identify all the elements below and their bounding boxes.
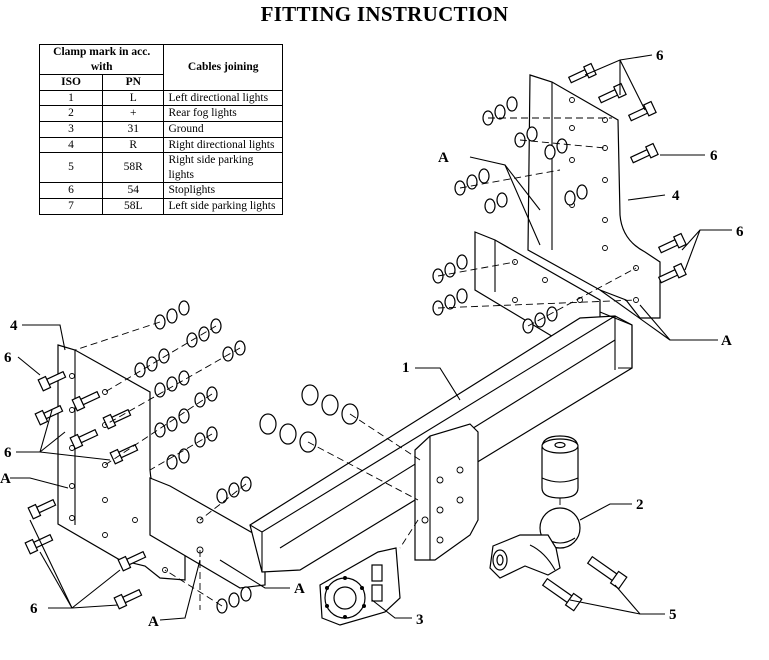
callout-6-right: 6 [710, 148, 718, 164]
pn-cell: 58R [102, 152, 165, 184]
socket-plate [319, 547, 401, 626]
table-row: 5 58R Right side parking lights [38, 152, 283, 184]
table-row: 6 54 Stoplights [38, 182, 283, 199]
callout-6-top-right: 6 [656, 48, 664, 64]
center-mount-plate [414, 423, 479, 561]
callout-6-right-lower: 6 [736, 224, 744, 240]
callout-6-left-bottom: 6 [30, 601, 38, 617]
clamp-mark-header: Clamp mark in acc. with [38, 43, 165, 76]
callout-a-bottom-center: A [294, 581, 305, 597]
callout-a-left: A [0, 471, 11, 487]
cables-joining-header: Cables joining [163, 44, 283, 91]
nuts-and-washers [134, 96, 588, 614]
cable-cell: Right directional lights [163, 136, 283, 154]
tow-ball-cap [541, 435, 579, 499]
bracket-holes [569, 97, 639, 303]
callout-3-socket-plate: 3 [416, 612, 424, 628]
leader-lines [10, 54, 732, 621]
page-title: FITTING INSTRUCTION [260, 2, 509, 26]
callout-4-right: 4 [672, 188, 680, 204]
cable-cell: Stoplights [163, 182, 283, 199]
table-row: 4 R Right directional lights [38, 136, 283, 154]
callout-6-left-top: 6 [4, 350, 12, 366]
pn-header: PN [102, 74, 165, 91]
cable-cell: Right side parking lights [163, 152, 283, 184]
callout-a-bottom: A [148, 614, 159, 630]
right-upper-bracket [527, 74, 661, 319]
iso-cell: 5 [38, 152, 104, 184]
callout-1-crossbar: 1 [402, 360, 410, 376]
callout-2-tow-ball: 2 [636, 497, 644, 513]
callout-a-right: A [721, 333, 732, 349]
tow-ball [489, 507, 581, 579]
bolts [24, 62, 687, 612]
callout-6-left-mid: 6 [4, 445, 12, 461]
cable-cell: Left side parking lights [163, 197, 283, 215]
callout-5-bolts: 5 [669, 607, 677, 623]
callout-a-top: A [438, 150, 449, 166]
pn-cell: 58L [102, 197, 165, 215]
table-row: 7 58L Left side parking lights [38, 197, 283, 215]
clamp-table: Clamp mark in acc. with Cables joining I… [38, 43, 283, 215]
callout-4-left: 4 [10, 318, 18, 334]
alignment-lines [74, 117, 637, 610]
